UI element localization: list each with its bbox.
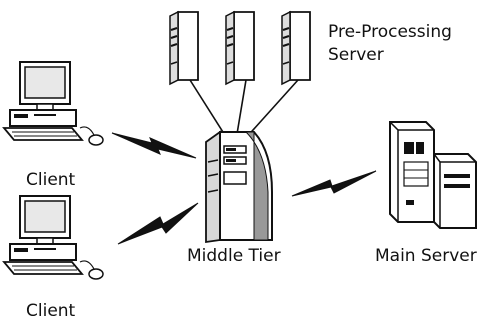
middle-tier-server-icon (205, 130, 273, 244)
connection-line (189, 79, 229, 141)
main-server-label: Main Server (375, 246, 477, 266)
preprocessing-server-label-line1: Pre-Processing (328, 22, 452, 42)
client-label-top: Client (26, 170, 76, 190)
lightning-link-icon (117, 202, 199, 245)
middle-tier-label: Middle Tier (187, 246, 281, 266)
connection-line (243, 79, 299, 141)
lightning-link-icon (291, 170, 377, 197)
server-tower-icon (169, 10, 199, 86)
lightning-link-icon (111, 132, 197, 159)
mainframe-icon (389, 121, 477, 229)
desktop-computer-icon (2, 61, 104, 146)
server-tower-icon (225, 10, 255, 86)
server-connection-lines (189, 79, 299, 141)
server-tower-icon (281, 10, 311, 86)
preprocessing-server-label-line2: Server (328, 45, 384, 65)
client-label-bottom: Client (26, 301, 76, 321)
connection-line (235, 79, 247, 141)
desktop-computer-icon (2, 195, 104, 280)
